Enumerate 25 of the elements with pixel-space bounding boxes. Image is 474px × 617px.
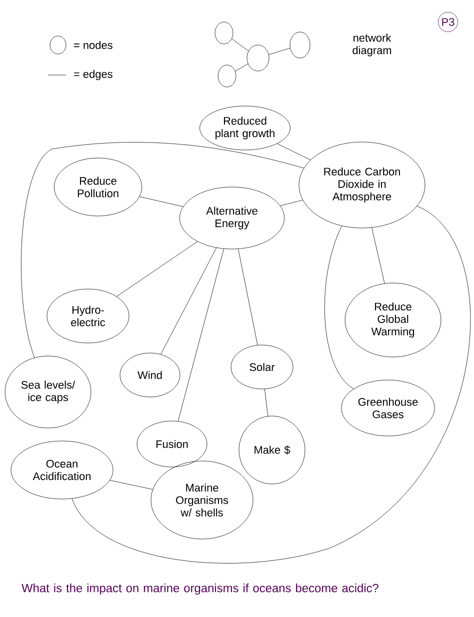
edge-line bbox=[280, 200, 303, 206]
title: network diagram bbox=[352, 34, 392, 56]
edge-line bbox=[110, 480, 153, 490]
caption: What is the impact on marine organisms if oceans become acidic? bbox=[22, 584, 378, 595]
page-number: P3 bbox=[438, 12, 458, 32]
edge-line bbox=[72, 206, 471, 564]
empty-node bbox=[246, 44, 270, 72]
edge-line bbox=[116, 241, 198, 297]
edge-line bbox=[235, 64, 248, 72]
edge-line bbox=[178, 248, 224, 422]
edge-line bbox=[372, 227, 385, 284]
edge-line bbox=[139, 196, 184, 207]
edge-line bbox=[232, 38, 249, 52]
legend-text: = nodes bbox=[74, 40, 112, 50]
empty-node bbox=[290, 32, 310, 58]
edge-line bbox=[160, 248, 217, 354]
edge-line bbox=[268, 48, 290, 55]
edge-line bbox=[264, 388, 268, 416]
empty-node bbox=[218, 64, 236, 88]
edge-line bbox=[238, 248, 258, 346]
edge-line bbox=[276, 143, 311, 160]
empty-node bbox=[214, 22, 234, 44]
legend-text: = edges bbox=[74, 70, 112, 80]
edge-line bbox=[21, 142, 304, 358]
edge-line bbox=[324, 226, 354, 390]
